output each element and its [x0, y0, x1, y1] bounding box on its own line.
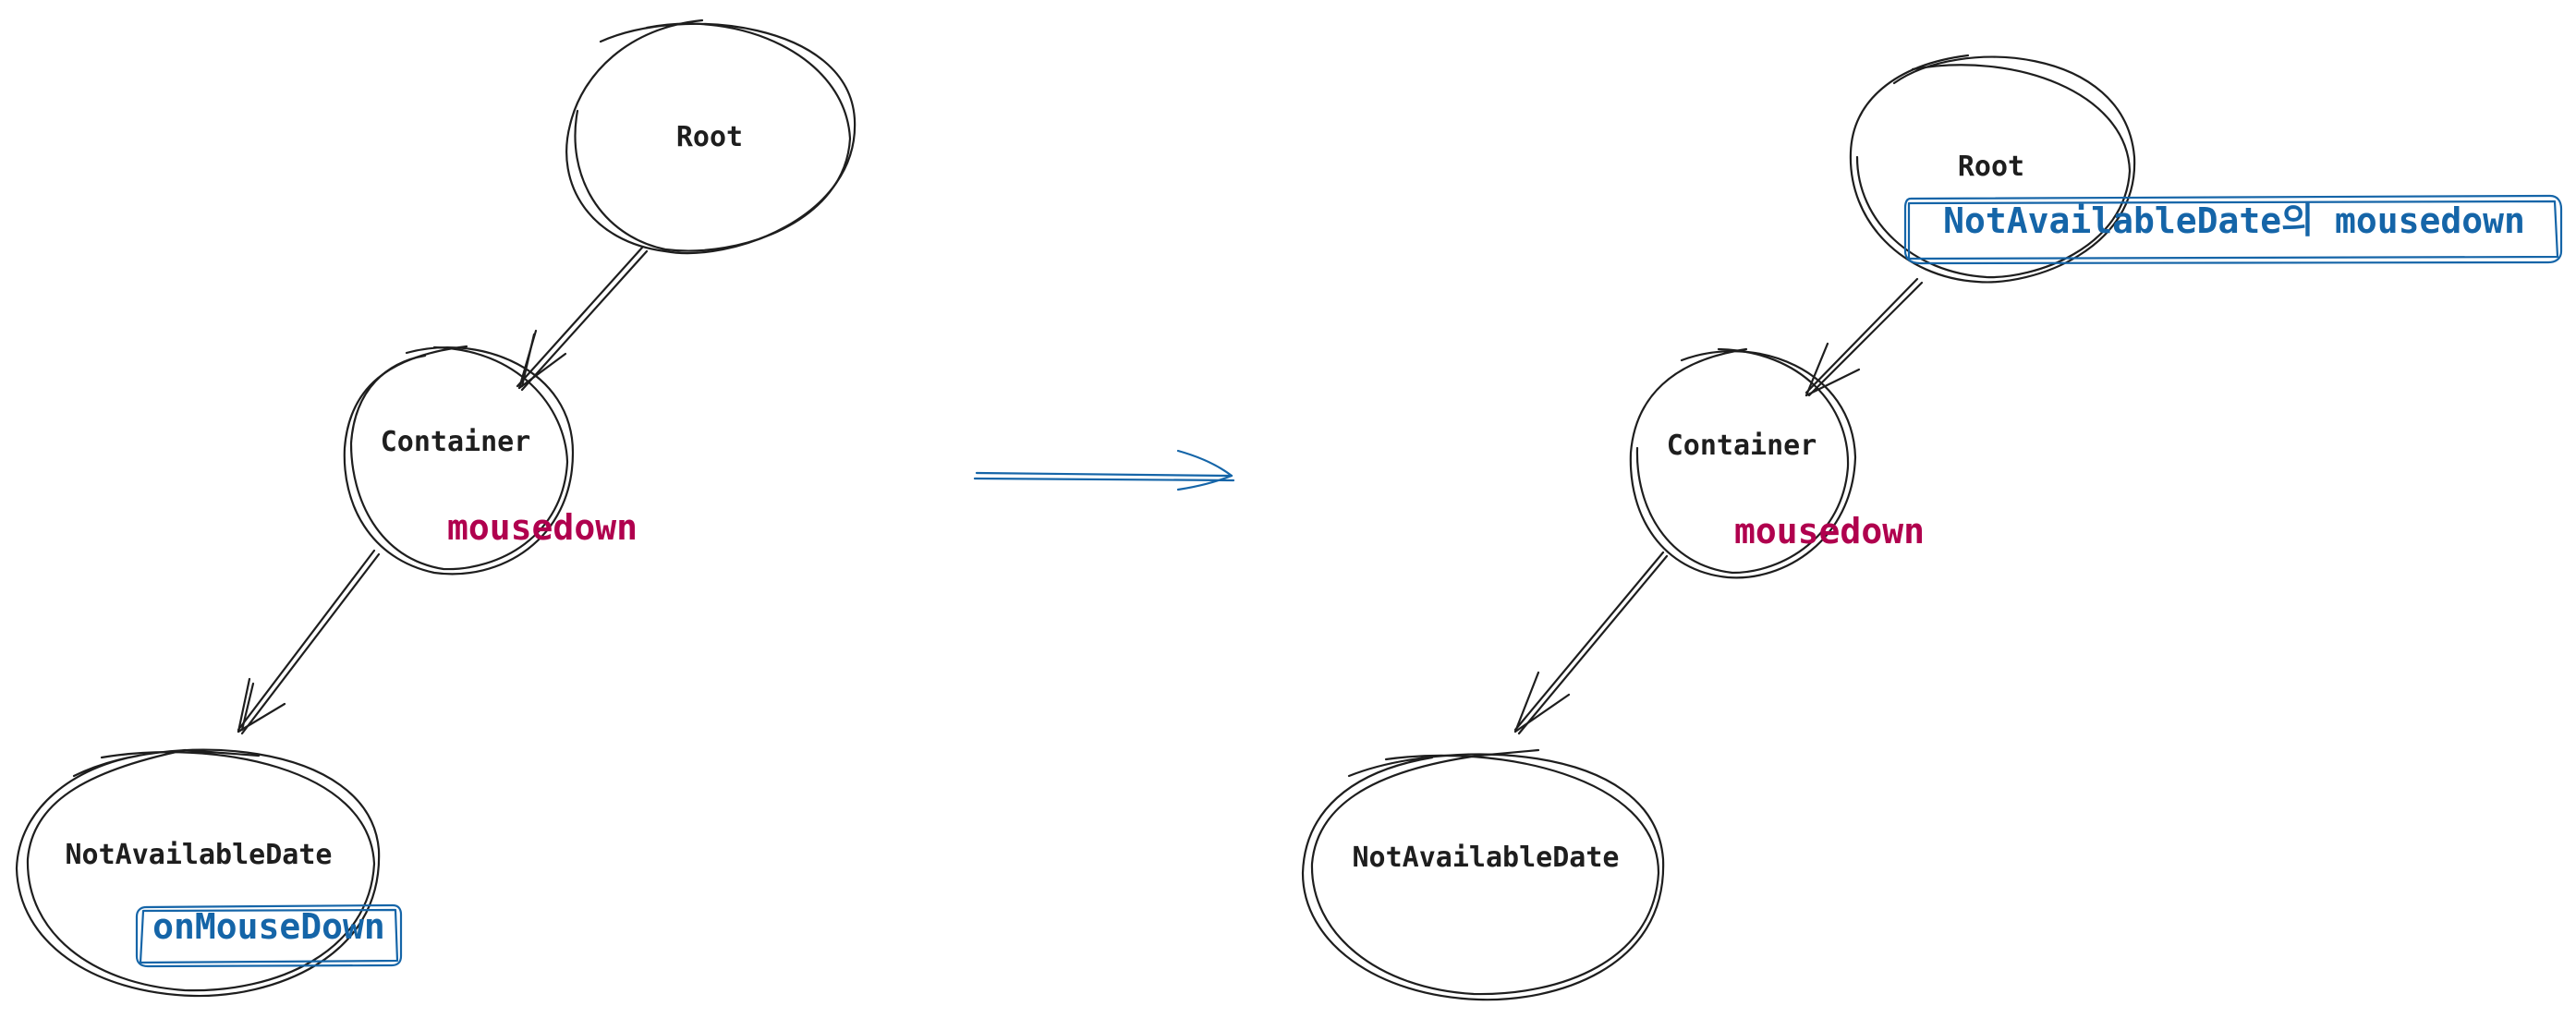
arrow-right-icon	[973, 449, 1235, 491]
right-container-label: Container	[1667, 430, 1817, 462]
right-tree: Root NotAvailableDate의 mousedown Contain…	[1301, 54, 2563, 1001]
right-root-circle	[1849, 54, 2136, 284]
left-arrow-root-container	[516, 246, 649, 392]
left-leaf-circle-pass2	[26, 748, 376, 992]
right-root-event-label: NotAvailableDate의 mousedown	[1943, 200, 2525, 241]
left-container-node: Container mousedown	[343, 345, 638, 576]
right-container-event: mousedown	[1734, 511, 1925, 551]
right-root-circle-pass2	[1855, 64, 2132, 279]
left-handler-box: onMouseDown	[135, 903, 403, 968]
left-root-circle-pass2	[574, 22, 852, 252]
right-leaf-circle-pass2	[1310, 748, 1660, 996]
right-arrow-root-container	[1804, 277, 1924, 397]
right-root-event-box: NotAvailableDate의 mousedown	[1903, 194, 2563, 265]
right-arrow-container-leaf	[1513, 551, 1669, 735]
right-root-node: Root	[1849, 54, 2136, 284]
right-leaf-circle	[1301, 753, 1665, 1001]
left-container-label: Container	[381, 426, 531, 458]
left-leaf-node: NotAvailableDate	[15, 748, 381, 998]
right-container-node: Container mousedown	[1629, 347, 1925, 579]
left-leaf-label: NotAvailableDate	[66, 839, 333, 871]
right-leaf-label: NotAvailableDate	[1353, 842, 1620, 874]
left-root-node: Root	[565, 18, 857, 255]
left-container-circle	[343, 345, 575, 576]
right-container-circle-pass2	[1635, 347, 1850, 575]
right-container-circle	[1629, 347, 1857, 579]
left-root-label: Root	[676, 121, 743, 153]
left-tree: Root Container mousedown	[15, 18, 857, 998]
left-leaf-circle	[15, 748, 381, 998]
left-container-circle-pass2	[349, 345, 569, 571]
left-container-event: mousedown	[447, 507, 638, 548]
left-handler-label: onMouseDown	[152, 906, 385, 947]
left-arrow-container-leaf	[237, 549, 381, 735]
left-root-circle	[565, 18, 857, 255]
right-leaf-node: NotAvailableDate	[1301, 748, 1665, 1001]
right-root-label: Root	[1958, 151, 2024, 183]
